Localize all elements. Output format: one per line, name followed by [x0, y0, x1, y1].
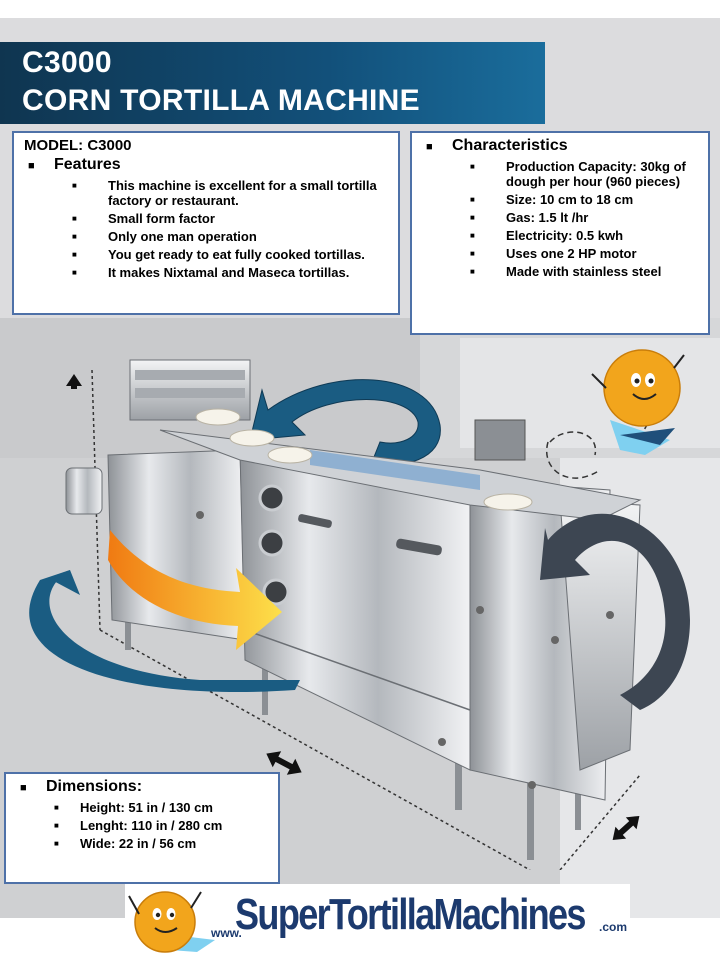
square-bullet-icon: ■ — [470, 231, 475, 240]
page-title-model: C3000 — [22, 46, 112, 79]
list-item: ■This machine is excellent for a small t… — [72, 178, 377, 208]
square-bullet-icon: ■ — [470, 213, 475, 222]
characteristics-list: ■Production Capacity: 30kg of dough per … — [422, 159, 698, 279]
title-banner: C3000 CORN TORTILLA MACHINE — [0, 42, 545, 124]
square-bullet-icon: ■ — [470, 249, 475, 258]
features-list: ■This machine is excellent for a small t… — [24, 178, 388, 280]
gray-curved-arrow-icon — [540, 513, 690, 710]
up-arrow-icon — [66, 374, 82, 386]
square-bullet-icon: ■ — [72, 250, 77, 259]
list-item: ■Size: 10 cm to 18 cm — [470, 192, 634, 207]
brand-footer[interactable]: www. SuperTortillaMachines .com — [125, 884, 630, 956]
dimensions-heading: ■ Dimensions: — [16, 778, 268, 796]
list-item: ■Height: 51 in / 130 cm — [54, 800, 213, 815]
list-item: ■Production Capacity: 30kg of dough per … — [470, 159, 686, 189]
square-bullet-icon: ■ — [28, 160, 35, 172]
list-item: ■Uses one 2 HP motor — [470, 246, 637, 261]
list-item: ■Gas: 1.5 lt /hr — [470, 210, 589, 225]
square-bullet-icon: ■ — [72, 214, 77, 223]
features-box: MODEL: C3000 ■ Features ■This machine is… — [12, 131, 400, 315]
square-bullet-icon: ■ — [72, 232, 77, 241]
square-bullet-icon: ■ — [426, 141, 433, 153]
dimensions-list: ■Height: 51 in / 130 cm ■Lenght: 110 in … — [16, 800, 268, 851]
list-item: ■Wide: 22 in / 56 cm — [54, 836, 197, 851]
blue-curved-arrow-icon — [29, 570, 300, 693]
dimensions-box: ■ Dimensions: ■Height: 51 in / 130 cm ■L… — [4, 772, 280, 884]
double-arrow-icon — [612, 815, 640, 841]
list-item: ■Made with stainless steel — [470, 264, 662, 279]
list-item: ■You get ready to eat fully cooked torti… — [72, 247, 365, 262]
model-label: MODEL: C3000 — [24, 137, 132, 154]
square-bullet-icon: ■ — [470, 195, 475, 204]
square-bullet-icon: ■ — [20, 782, 27, 794]
width-dimension-line — [559, 774, 641, 870]
height-dimension-line — [91, 369, 101, 631]
square-bullet-icon: ■ — [54, 803, 59, 812]
characteristics-heading: ■ Characteristics — [422, 137, 698, 155]
square-bullet-icon: ■ — [470, 162, 475, 171]
square-bullet-icon: ■ — [54, 839, 59, 848]
square-bullet-icon: ■ — [470, 267, 475, 276]
features-heading: ■ Features — [24, 156, 388, 174]
brand-tld: .com — [599, 920, 628, 934]
square-bullet-icon: ■ — [72, 268, 77, 277]
list-item: ■Lenght: 110 in / 280 cm — [54, 818, 223, 833]
brand-name: SuperTortillaMachines — [235, 890, 586, 939]
tortilla-mascot-icon — [128, 891, 215, 953]
list-item: ■It makes Nixtamal and Maseca tortillas. — [72, 265, 350, 280]
brand-www: www. — [211, 926, 242, 940]
characteristics-box: ■ Characteristics ■Production Capacity: … — [410, 131, 710, 335]
double-arrow-icon — [266, 751, 302, 775]
square-bullet-icon: ■ — [54, 821, 59, 830]
square-bullet-icon: ■ — [72, 181, 77, 190]
tortilla-machine-illustration — [29, 349, 690, 870]
tortilla-mascot-icon — [591, 349, 685, 455]
list-item: ■Small form factor — [72, 211, 215, 226]
list-item: ■Electricity: 0.5 kwh — [470, 228, 624, 243]
page-title-product: CORN TORTILLA MACHINE — [22, 84, 420, 117]
list-item: ■Only one man operation — [72, 229, 257, 244]
orange-arrow-icon — [108, 530, 282, 650]
length-dimension-line — [99, 629, 531, 870]
